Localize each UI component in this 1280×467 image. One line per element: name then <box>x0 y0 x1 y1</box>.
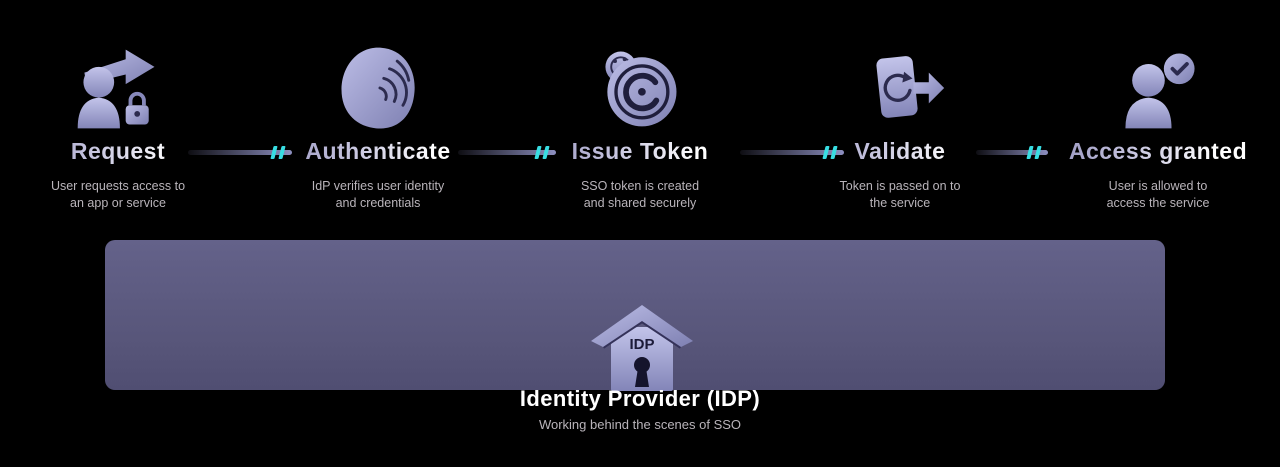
arrow-authenticate-to-issue <box>458 146 556 159</box>
step-subtitle-authenticate: IdP verifies user identity and credentia… <box>311 179 445 210</box>
step-subtitle-issue-token: SSO token is created and shared securely <box>580 179 700 210</box>
idp-subtitle: Working behind the scenes of SSO <box>538 417 742 432</box>
step-title-access-granted: Access granted <box>1028 138 1280 165</box>
step-subtitle-validate: Token is passed on to the service <box>839 179 961 210</box>
step-title-request: Request <box>0 138 248 165</box>
user-check-icon <box>1112 40 1208 136</box>
idp-house-label: IDP <box>629 336 654 353</box>
device-sync-arrow-icon <box>852 40 948 136</box>
arrow-issue-to-validate <box>740 146 844 159</box>
step-subtitle-request: User requests access to an app or servic… <box>50 179 186 210</box>
step-title-issue-token: Issue Token <box>510 138 770 165</box>
user-request-arrow-icon <box>70 40 166 136</box>
fingerprint-sphere-icon <box>330 40 426 136</box>
step-subtitle-access-granted: User is allowed to access the service <box>1106 179 1210 210</box>
idp-house-icon: IDP <box>587 295 697 395</box>
arrow-request-to-authenticate <box>188 146 292 159</box>
step-title-validate: Validate <box>770 138 1030 165</box>
secure-token-icon <box>592 40 688 136</box>
step-title-authenticate: Authenticate <box>248 138 508 165</box>
idp-title: Identity Provider (IDP) <box>519 386 761 411</box>
arrow-validate-to-access <box>976 146 1048 159</box>
